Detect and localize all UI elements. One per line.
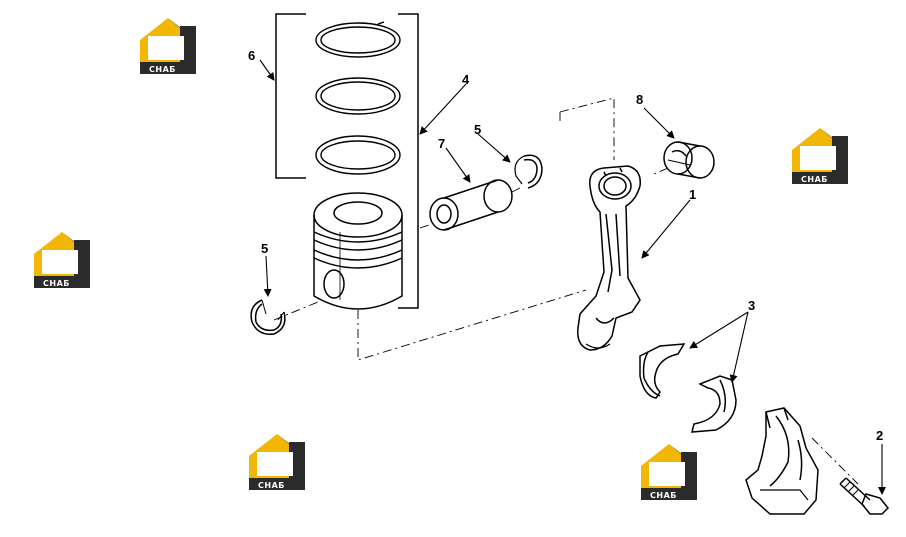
callout-3: 3	[748, 298, 755, 313]
callout-2: 2	[876, 428, 883, 443]
watermark-big: H3	[262, 456, 290, 477]
watermark-big: H3	[805, 150, 833, 171]
callout-5-left: 5	[261, 241, 268, 256]
watermark-logo-3: H3 СНАБ	[792, 128, 848, 184]
connecting-rod-bolt	[839, 477, 890, 515]
assembly-centerlines	[273, 97, 859, 485]
piston-ring-oil	[315, 135, 401, 175]
piston-ring-middle	[315, 77, 401, 115]
connecting-rod-cap	[745, 407, 819, 515]
watermark-small: СНАБ	[801, 175, 828, 184]
watermark-small: СНАБ	[149, 65, 176, 74]
piston-pin	[429, 179, 513, 231]
connecting-rod	[577, 165, 641, 351]
watermark-small: СНАБ	[43, 279, 70, 288]
piston-group-bracket	[398, 13, 419, 309]
watermark-big: H3	[153, 40, 181, 61]
snap-ring-left	[250, 299, 286, 335]
watermark-logo-5: H3 СНАБ	[641, 444, 697, 500]
small-end-bushing	[663, 141, 715, 179]
callout-5-right: 5	[474, 122, 481, 137]
callout-4: 4	[462, 72, 470, 87]
callout-7: 7	[438, 136, 445, 151]
watermark-logo-1: H3 СНАБ	[140, 18, 196, 74]
snap-ring-right	[514, 154, 543, 189]
callout-labels: 6 4 5 7 5 8 1 3 2	[248, 48, 883, 443]
callout-8: 8	[636, 92, 643, 107]
callout-1: 1	[689, 187, 696, 202]
bearing-shell-upper	[639, 343, 686, 399]
callout-6: 6	[248, 48, 255, 63]
piston-ring-top	[315, 21, 401, 58]
watermark-small: СНАБ	[258, 481, 285, 490]
leader-lines	[259, 59, 886, 495]
watermark-small: СНАБ	[650, 491, 677, 500]
piston	[313, 192, 403, 310]
watermark-logo-2: H3 СНАБ	[34, 232, 90, 288]
watermark-logo-4: H3 СНАБ	[249, 434, 305, 490]
ring-set-bracket	[275, 13, 306, 179]
bearing-shell-lower	[691, 375, 737, 433]
watermark-big: H3	[47, 254, 75, 275]
watermark-big: H3	[654, 466, 682, 487]
